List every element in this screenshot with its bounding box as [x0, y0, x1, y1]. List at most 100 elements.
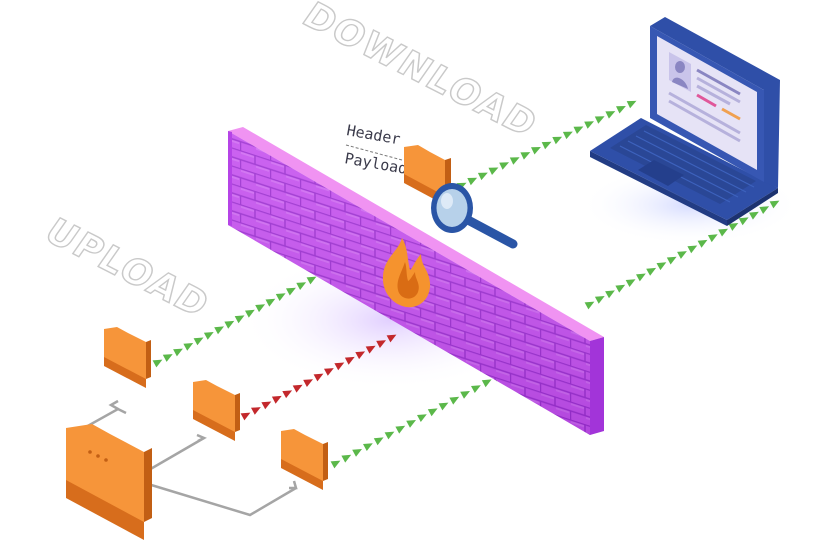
flow-arrow — [625, 279, 636, 287]
flow-arrow — [376, 340, 386, 348]
flow-arrow — [173, 348, 183, 357]
flow-arrow — [605, 111, 616, 119]
flow-arrow — [365, 345, 376, 354]
upload-folder-top-icon — [104, 327, 151, 388]
flow-arrow — [594, 296, 605, 304]
flow-arrow — [449, 396, 460, 405]
flow-arrow — [152, 359, 163, 368]
upload-folder-bottom-icon — [281, 429, 328, 490]
flow-arrow — [286, 287, 296, 296]
inspected-packet: Header Payload — [343, 121, 518, 249]
flow-arrow — [251, 407, 261, 415]
flow-arrow — [509, 157, 520, 165]
flow-arrow — [224, 320, 235, 329]
source-folder-icon — [66, 424, 152, 540]
flow-arrow — [306, 276, 317, 285]
flow-arrow — [584, 301, 595, 310]
flow-arrow — [183, 343, 194, 351]
flow-arrow — [471, 385, 481, 393]
flow-arrow — [687, 245, 698, 254]
traffic-flows — [152, 100, 780, 469]
flow-arrow — [697, 239, 708, 248]
flow-arrow — [488, 167, 499, 175]
laptop-base-side — [727, 188, 778, 226]
flow-arrow — [240, 412, 251, 421]
flow-arrow — [520, 152, 531, 160]
flow-arrow — [255, 304, 266, 313]
flow-arrow — [395, 425, 406, 434]
flow-arrow — [373, 437, 384, 446]
flow-upload-allowed-top — [152, 276, 317, 368]
flow-arrow — [666, 256, 677, 265]
flow-arrow — [728, 223, 739, 231]
flow-arrow — [467, 177, 478, 186]
laptop-keyboard — [610, 125, 756, 204]
flow-arrow — [265, 298, 276, 307]
flow-arrow — [427, 408, 438, 417]
flow-arrow — [214, 326, 224, 335]
flow-arrow — [334, 362, 345, 371]
flow-arrow — [261, 401, 272, 410]
flow-arrow — [656, 262, 667, 271]
flow-arrow — [363, 443, 373, 451]
flow-arrow — [203, 332, 214, 340]
flow-arrow — [282, 390, 293, 399]
flow-arrow — [406, 420, 416, 428]
flow-arrow — [344, 356, 355, 365]
flow-arrow — [245, 309, 255, 318]
header-label: Header — [345, 121, 401, 148]
upload-folder-middle-icon — [193, 380, 240, 441]
download-label: DOWNLOAD — [295, 0, 547, 145]
flow-upload-blocked-middle — [240, 334, 397, 421]
flow-arrow — [355, 351, 366, 360]
flow-arrow — [193, 337, 204, 346]
flow-arrow — [330, 460, 341, 469]
flow-arrow — [749, 211, 759, 220]
flow-arrow — [481, 379, 492, 388]
flow-arrow — [646, 267, 657, 276]
flow-arrow — [531, 147, 541, 155]
payload-label: Payload — [343, 149, 408, 178]
flow-arrow — [718, 228, 728, 237]
wall-top — [228, 127, 604, 341]
flow-arrow — [275, 293, 286, 301]
laptop-lid — [650, 17, 780, 188]
wall-side — [590, 337, 604, 435]
flow-arrow — [296, 282, 307, 290]
flow-arrow — [234, 315, 245, 324]
laptop-base-edge — [590, 151, 727, 226]
magnifier-icon — [431, 183, 518, 249]
flow-arrow — [324, 368, 334, 376]
flow-arrow — [384, 431, 395, 440]
flow-arrow — [341, 454, 352, 463]
flow-arrow — [636, 273, 646, 282]
flow-arrow — [573, 126, 584, 134]
flow-laptop-return — [584, 200, 780, 310]
upload-label: UPLOAD — [37, 210, 219, 326]
flow-arrow — [541, 141, 552, 150]
flow-arrow — [594, 116, 605, 124]
flow-arrow — [769, 200, 780, 209]
flow-arrow — [759, 206, 770, 214]
laptop-keys — [619, 130, 755, 203]
flow-arrow — [707, 234, 718, 243]
flow-arrow — [438, 402, 449, 411]
flow-arrow — [677, 251, 687, 259]
flow-arrow — [605, 290, 615, 299]
flow-arrow — [615, 284, 626, 293]
flow-arrow — [499, 162, 509, 170]
flow-arrow — [417, 414, 427, 422]
wall-left-edge — [228, 131, 232, 226]
flow-arrow — [626, 100, 637, 109]
fire-icon — [382, 238, 431, 308]
flow-arrow — [584, 121, 594, 129]
profile-card — [668, 52, 741, 143]
flow-arrow — [616, 106, 626, 114]
laptop-icon — [590, 17, 780, 226]
flow-arrow — [460, 391, 470, 399]
flow-arrow — [562, 131, 573, 140]
laptop-touchpad — [638, 160, 684, 186]
flow-arrow — [552, 136, 563, 145]
flow-arrow — [313, 373, 324, 382]
